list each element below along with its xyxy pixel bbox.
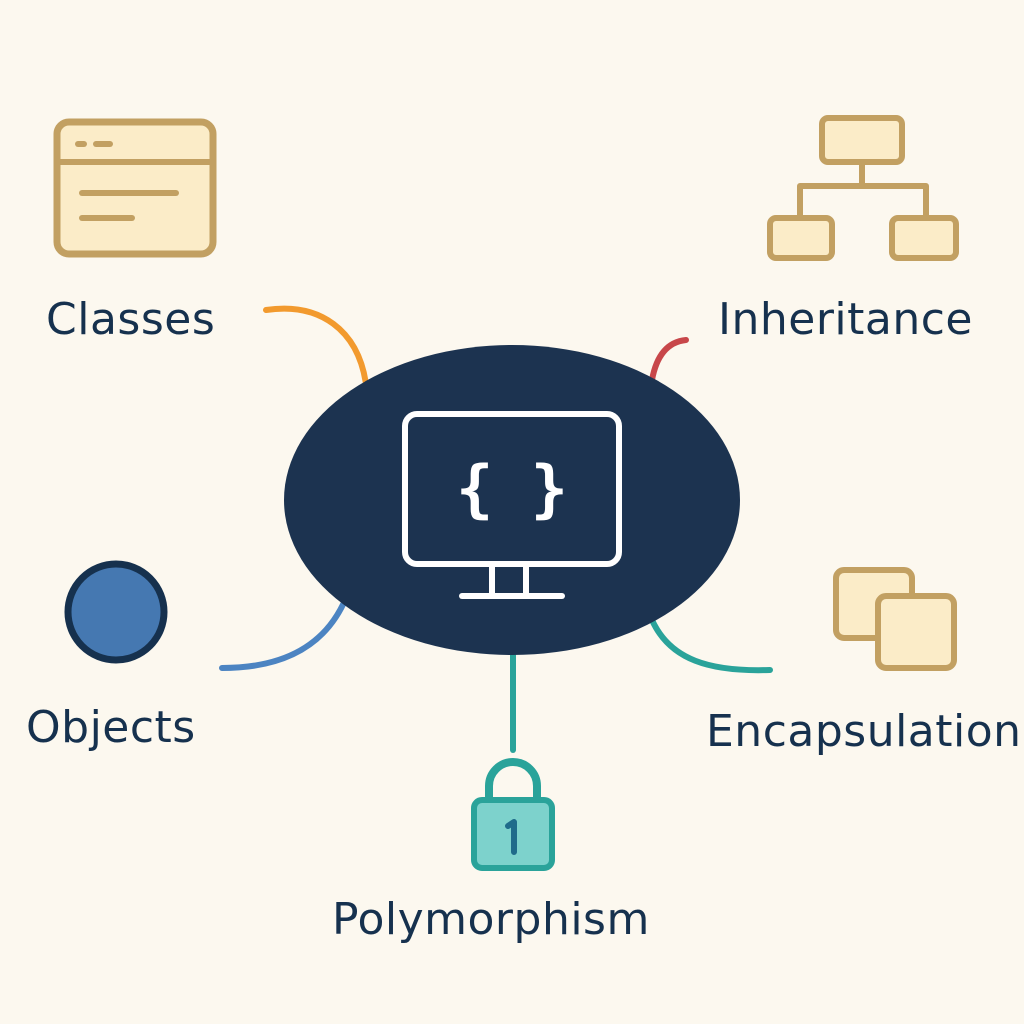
- inheritance-label: Inheritance: [718, 294, 973, 345]
- monitor-icon: [402, 411, 622, 599]
- encapsulation-label: Encapsulation: [706, 706, 1022, 757]
- stacked-squares-icon: [833, 567, 957, 671]
- code-braces-glyph: { }: [456, 452, 568, 525]
- objects-label: Objects: [26, 702, 196, 753]
- objects-connector: [219, 595, 349, 671]
- hierarchy-icon: [767, 115, 959, 261]
- central-hub: [284, 345, 740, 655]
- polymorphism-label: Polymorphism: [332, 894, 650, 945]
- window-icon: [53, 118, 217, 258]
- circle-icon: [64, 560, 168, 664]
- classes-connector: [263, 305, 369, 387]
- padlock-icon: [471, 758, 555, 871]
- classes-label: Classes: [46, 294, 216, 345]
- encapsulation-connector: [649, 617, 773, 674]
- inheritance-connector: [649, 337, 689, 383]
